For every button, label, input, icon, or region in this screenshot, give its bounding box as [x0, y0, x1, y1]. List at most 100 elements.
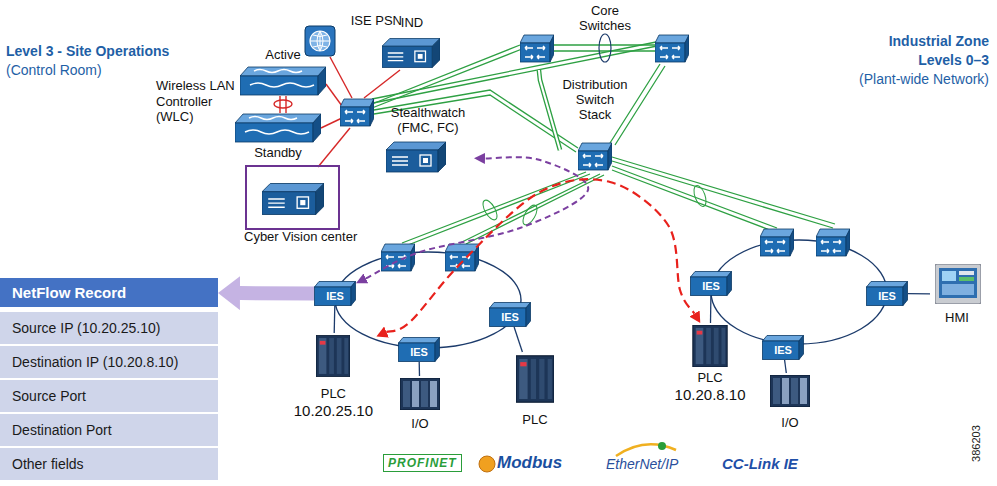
node-text: IES — [326, 290, 344, 303]
ies-side — [799, 336, 804, 360]
device-node: Standby — [233, 111, 323, 161]
node-text: Stealthwatch (FMC, FC) — [386, 106, 470, 136]
ring-links — [335, 240, 887, 348]
figure-number: 386203 — [970, 425, 983, 462]
io-node: I/O — [398, 376, 442, 432]
core-switch-group: Core Switches — [515, 4, 695, 70]
node-text: Core Switches — [574, 4, 636, 34]
cyber-vision-server — [262, 184, 324, 215]
uplink — [539, 70, 560, 150]
node-text: Destination IP (10.20.8.10) — [12, 354, 178, 370]
plc-node: PLC10.20.8.10 — [672, 323, 749, 403]
protocol-logo: EtherNet/IP — [606, 456, 678, 473]
icon-part — [321, 118, 342, 128]
node-text: Active — [265, 48, 300, 63]
ies-switch: IES — [866, 281, 908, 306]
connector-line — [908, 293, 930, 294]
node-text: I/O — [411, 417, 428, 432]
ies-switch: IES — [489, 302, 531, 327]
node-text: PLC — [697, 371, 722, 386]
device-node: Stealthwatch (FMC, FC) — [382, 106, 474, 174]
connector-line — [419, 362, 421, 376]
node-text: Source Port — [12, 388, 86, 404]
icon-part — [460, 174, 604, 244]
connector-line — [539, 70, 560, 150]
ies-switch: IES — [398, 337, 440, 362]
node-text: NetFlow Record — [12, 284, 126, 301]
ise-icon — [305, 26, 335, 56]
green-links — [372, 42, 835, 245]
hmi-icon — [935, 264, 981, 304]
ies-front — [315, 287, 352, 306]
cyber-vision-box: Cyber Vision center — [245, 165, 340, 230]
zone-subtitle: Levels 0–3 — [918, 52, 989, 69]
io-icon — [400, 378, 440, 410]
icon-part — [335, 252, 521, 348]
device-node: Active — [238, 48, 328, 98]
connector-line — [785, 360, 787, 373]
node-text: IES — [774, 344, 792, 357]
protocol-logo: PROFINET — [383, 454, 462, 472]
plc-icon — [516, 356, 554, 402]
ring-switch — [760, 229, 794, 256]
device-label: Wireless LAN Controller (WLC) — [156, 78, 238, 125]
ies-front — [691, 277, 728, 296]
connector-line — [387, 179, 695, 332]
io-node: I/O — [768, 373, 812, 431]
plc-node: PLC — [512, 352, 558, 428]
ies-top — [867, 282, 908, 288]
ring-switch — [816, 229, 850, 256]
ies-front — [399, 343, 436, 362]
protocol-logo: CC-Link IE — [722, 455, 798, 473]
connector-line — [334, 306, 336, 333]
core-switch — [520, 35, 554, 62]
icon-part — [280, 96, 286, 113]
table-header: NetFlow Record — [0, 278, 218, 307]
node-text: Source IP (10.20.25.10) — [12, 320, 160, 336]
device-node: IND — [378, 16, 446, 72]
ies-side — [727, 272, 732, 296]
core-switch — [655, 35, 689, 62]
icon-part — [274, 100, 292, 108]
hmi-node: HMI — [930, 262, 984, 326]
export-arrow — [240, 293, 314, 294]
table-row: Source IP (10.20.25.10) — [0, 312, 218, 344]
link-bundles — [480, 184, 708, 227]
icon-part — [692, 184, 709, 208]
node-text: Cyber Vision center — [244, 230, 357, 245]
connector-line — [710, 296, 712, 323]
zone-title: Level 3 - Site Operations — [6, 43, 169, 60]
l3-switch — [340, 99, 374, 126]
device-link — [514, 327, 522, 352]
device-link — [334, 306, 336, 333]
wlc-active — [240, 67, 326, 95]
icon-part — [612, 157, 835, 228]
connector-line — [514, 327, 522, 352]
table-row: Destination Port — [0, 414, 218, 446]
device-link — [419, 362, 420, 376]
ies-front — [763, 341, 800, 360]
icon-part — [610, 64, 665, 145]
ies-top — [315, 282, 356, 288]
node-text: IND — [401, 16, 423, 31]
ies-switch: IES — [762, 335, 804, 360]
icon-part — [480, 198, 500, 222]
zone-subtitle: (Plant-wide Network) — [859, 71, 989, 88]
node-text: IES — [410, 346, 428, 359]
protocol-logo: Modbus — [497, 453, 562, 473]
plc-node: PLC10.20.25.10 — [290, 333, 376, 419]
io-icon — [770, 375, 810, 407]
ies-top — [490, 303, 531, 309]
ies-switch: IES — [690, 271, 732, 296]
ies-switch: IES — [314, 281, 356, 306]
netflow-path — [366, 157, 588, 278]
ethernetip-dot — [658, 442, 666, 450]
ies-side — [351, 282, 356, 306]
ring-switch — [445, 244, 479, 271]
node-text: PLC — [321, 387, 346, 402]
node-text: 10.20.25.10 — [294, 402, 373, 419]
ies-side — [526, 303, 531, 327]
icon-part — [330, 57, 352, 98]
plc-icon — [316, 335, 350, 377]
